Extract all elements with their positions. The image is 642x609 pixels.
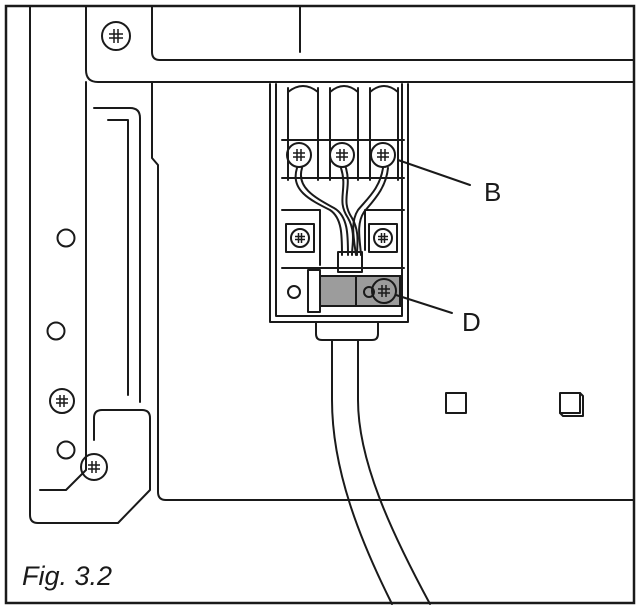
callout-d: D: [462, 307, 481, 337]
figure-border: [4, 4, 636, 605]
square-hole-1: [445, 392, 467, 414]
side-hole-2: [46, 321, 66, 341]
square-hole-2: [559, 392, 581, 414]
terminal-screw-3: [370, 142, 396, 168]
leader-line-d: [395, 294, 453, 314]
side-hole-3: [56, 440, 76, 460]
terminal-block: [269, 83, 409, 323]
figure-caption: Fig. 3.2: [22, 561, 112, 591]
screw-top-left: [101, 21, 131, 51]
power-cable: [315, 321, 431, 605]
leader-line-b: [397, 159, 471, 186]
screw-side-bottom: [80, 453, 108, 481]
screw-side-middle: [49, 388, 75, 414]
side-panel: [29, 5, 635, 524]
terminal-screw-1: [286, 142, 312, 168]
clamp-screw: [371, 278, 397, 304]
mount-screw-right: [368, 223, 398, 253]
terminal-screw-2: [329, 142, 355, 168]
wire-sleeve: [337, 251, 363, 273]
block-hole: [287, 285, 301, 299]
mount-screw-left: [285, 223, 315, 253]
top-rail: [85, 5, 635, 83]
callout-b: B: [484, 177, 501, 207]
side-hole-1: [56, 228, 76, 248]
wires: [294, 167, 389, 256]
